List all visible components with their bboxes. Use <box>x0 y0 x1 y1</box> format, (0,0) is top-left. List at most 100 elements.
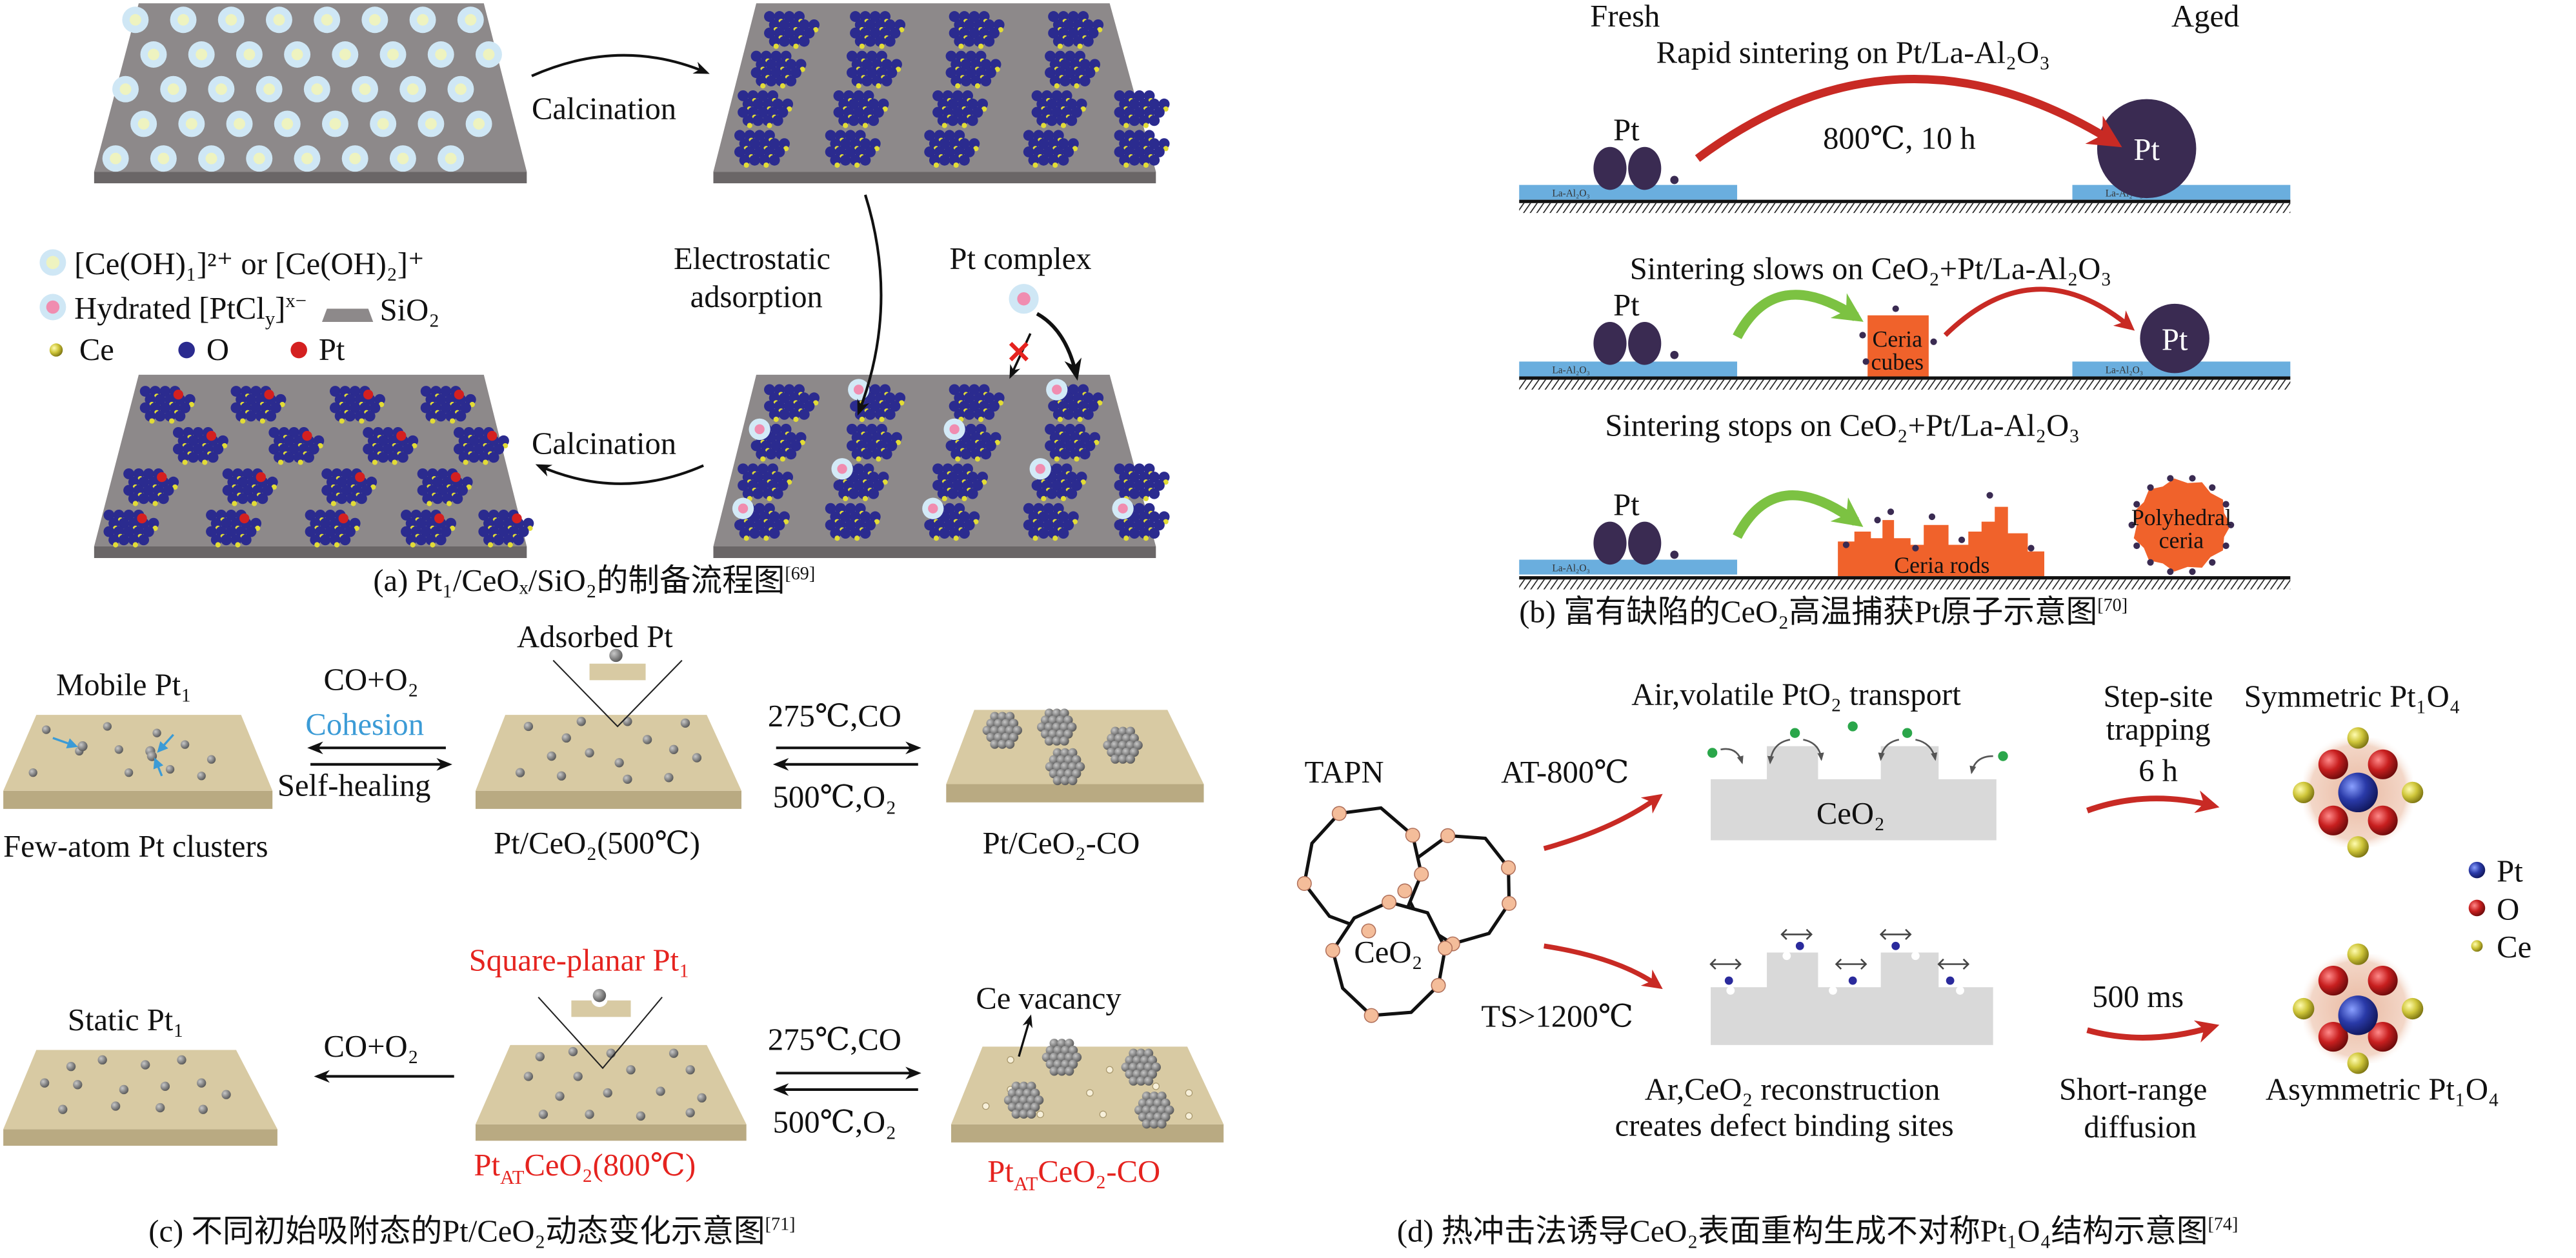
o-atom <box>207 452 219 463</box>
pt-atom <box>1003 1095 1014 1105</box>
o-atom <box>1051 106 1063 118</box>
o-atom <box>881 432 892 443</box>
o-atom <box>881 448 892 460</box>
ce-atom <box>2347 727 2369 749</box>
ceox-cluster <box>932 90 989 128</box>
ms500-label: 500 ms <box>2092 979 2184 1014</box>
ce-vacancy-arrow <box>1018 1014 1032 1057</box>
row2-pt-atom <box>1670 350 1679 359</box>
pt-atom <box>1122 747 1132 757</box>
ce-core <box>225 14 237 26</box>
ce-atom <box>1077 416 1083 423</box>
o-atom <box>369 402 381 414</box>
o-atom <box>222 484 234 496</box>
o-atom <box>980 448 992 460</box>
o-atom <box>288 427 299 438</box>
o-atom <box>336 493 348 504</box>
o-atom <box>2368 749 2398 779</box>
ce-atom <box>113 542 119 548</box>
o-atom <box>945 67 957 79</box>
slab-static-top <box>3 1050 277 1130</box>
ts1200-arrow <box>1544 943 1663 990</box>
o-atom <box>1064 67 1076 79</box>
step-site-label: Step-site <box>2104 679 2213 714</box>
ceox-cluster <box>825 503 881 541</box>
o-atom <box>770 50 782 62</box>
o-atom <box>325 509 336 521</box>
pt-atom <box>1065 1039 1074 1048</box>
ce-core <box>473 117 485 130</box>
o-atom <box>846 50 858 62</box>
sintering-arrow <box>1695 75 2122 162</box>
ce-atom <box>466 484 472 490</box>
o-atom <box>865 408 876 420</box>
pt-single-atom <box>568 1046 578 1057</box>
row2-ground <box>1519 376 2291 380</box>
o-atom <box>2318 805 2348 835</box>
o-atom <box>1066 488 1078 499</box>
pt-single-atom <box>614 758 624 768</box>
o-atom <box>382 443 394 455</box>
o-atom <box>245 410 257 422</box>
ce-atom <box>899 26 905 33</box>
trapped-pt-atom <box>2222 501 2229 508</box>
trap-arrow-green <box>1733 290 1864 339</box>
pt-atom <box>1125 1055 1134 1065</box>
ce-core <box>185 117 197 130</box>
pt-complex-core <box>949 424 960 435</box>
pt-atom <box>1009 719 1019 728</box>
pt-single-atom <box>636 1111 646 1121</box>
ce-atom <box>2347 1052 2369 1074</box>
ce-atom <box>859 416 865 423</box>
o-atom <box>493 517 505 529</box>
pt-atom <box>1138 1112 1148 1122</box>
ce-core <box>407 83 419 95</box>
ce-atom <box>1094 439 1100 445</box>
ce-atom <box>430 418 436 424</box>
o-atom <box>460 402 472 414</box>
ce-core <box>137 117 150 130</box>
o-atom <box>1129 472 1140 483</box>
o-atom <box>319 517 331 529</box>
ceox-cluster <box>172 427 228 465</box>
caption-c-ref: [71] <box>765 1214 796 1234</box>
at-800-label: AT-800℃ <box>1501 755 1629 790</box>
o-atom <box>965 440 977 452</box>
o-atom <box>798 392 810 404</box>
pt-single-atom <box>606 1048 616 1058</box>
trapped-pt-atom <box>2147 484 2154 491</box>
o-atom <box>868 98 880 110</box>
o-atom <box>881 75 892 86</box>
o-atom <box>159 386 171 397</box>
ce-atom <box>1163 106 1169 112</box>
o-atom <box>889 27 901 39</box>
ce-atom <box>359 418 365 424</box>
pt-single-atom <box>221 1090 231 1099</box>
slab-adsorbed-top <box>713 374 1156 547</box>
pt-atom <box>1065 1066 1074 1076</box>
pt-atom <box>1129 1076 1138 1086</box>
o-atom <box>738 106 749 118</box>
ce-core <box>291 48 303 61</box>
o-atom <box>513 534 524 546</box>
pt-atom <box>1060 736 1069 746</box>
o-atom <box>825 503 836 514</box>
pt-single-atom <box>206 755 216 764</box>
pt-atom <box>396 430 407 441</box>
diffusion-arrow <box>157 734 174 753</box>
trapped-pt-atom <box>2228 521 2235 528</box>
inset-slab <box>589 663 646 681</box>
o-atom <box>1051 479 1063 491</box>
ce-atom <box>2402 997 2424 1020</box>
o-atom <box>440 386 452 397</box>
o-atom <box>1149 528 1160 539</box>
polyhedral-label-2: ceria <box>2159 528 2204 554</box>
slab-mobile-top <box>3 715 273 791</box>
o-atom <box>969 27 980 39</box>
pt-atom <box>1009 732 1019 743</box>
self-healing-label: Self-healing <box>277 768 431 803</box>
o-atom <box>939 154 951 166</box>
pt-atom <box>1034 1095 1044 1105</box>
pt-single-atom <box>685 1108 695 1117</box>
pt-single-atom <box>110 1101 121 1111</box>
